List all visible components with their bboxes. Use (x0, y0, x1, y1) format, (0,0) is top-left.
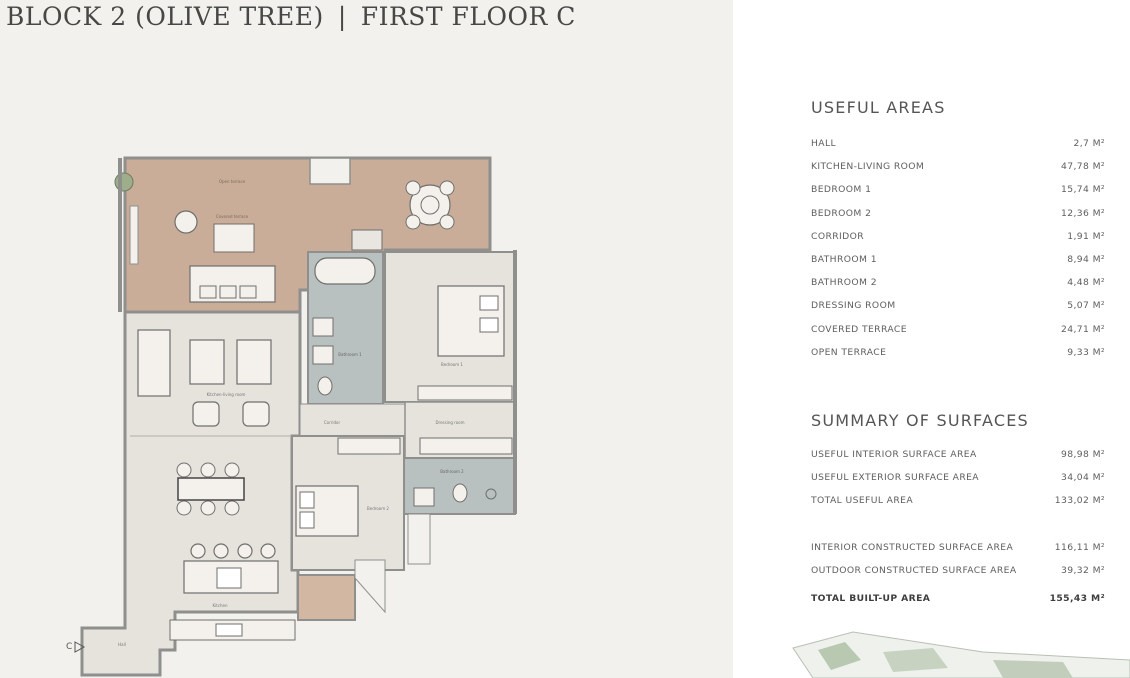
area-label: DRESSING ROOM (811, 300, 896, 311)
constructed-label: OUTDOOR CONSTRUCTED SURFACE AREA (811, 565, 1017, 576)
area-label: BEDROOM 2 (811, 208, 872, 219)
toilet-2-icon (452, 483, 468, 503)
label-bedroom-1: Bedroom 1 (441, 362, 463, 367)
tree-icon (114, 172, 134, 192)
wardrobe-2-icon (419, 437, 513, 455)
dining-table-icon (177, 477, 245, 501)
area-value: 9,33 M² (1067, 347, 1105, 358)
constructed-row: OUTDOOR CONSTRUCTED SURFACE AREA 39,32 M² (811, 565, 1105, 583)
label-covered-terrace: Covered terrace (216, 214, 249, 219)
area-value: 8,94 M² (1067, 254, 1105, 265)
shower-icon (485, 488, 497, 500)
toilet-1-icon (317, 376, 333, 396)
label-corridor: Corridor (324, 420, 341, 425)
terrace-planter (351, 229, 383, 251)
title-separator: | (337, 2, 347, 31)
area-label: BATHROOM 1 (811, 254, 877, 265)
lounge-chair-icon (174, 210, 198, 234)
washbasin-3-icon (413, 487, 435, 507)
corridor (299, 403, 406, 439)
small-terrace (297, 574, 356, 621)
area-value: 47,78 M² (1060, 161, 1105, 172)
area-label: BATHROOM 2 (811, 277, 877, 288)
constructed-value: 39,32 M² (1060, 565, 1105, 576)
bathtub-icon (314, 257, 376, 285)
area-row: HALL 2,7 M² (811, 138, 1105, 156)
bar-stools-icon (190, 543, 276, 559)
page-title: BLOCK 2 (OLIVE TREE) | FIRST FLOOR C (6, 2, 576, 31)
terrace-table-icon (405, 180, 455, 230)
constructed-value: 116,11 M² (1054, 542, 1105, 553)
terrace-balustrade (309, 157, 351, 185)
armchair-right-icon (242, 401, 270, 427)
armchair-left-icon (192, 401, 220, 427)
area-row: BATHROOM 1 8,94 M² (811, 254, 1105, 272)
living-ottoman-right (236, 339, 272, 385)
summary-value: 133,02 M² (1054, 495, 1105, 506)
summary-title: SUMMARY OF SURFACES (811, 411, 1029, 430)
summary-label: USEFUL EXTERIOR SURFACE AREA (811, 472, 979, 483)
areas-panel: USEFUL AREAS HALL 2,7 M² KITCHEN-LIVING R… (733, 0, 1130, 678)
summary-row: USEFUL INTERIOR SURFACE AREA 98,98 M² (811, 449, 1105, 467)
washbasin-1-icon (312, 317, 334, 337)
area-value: 5,07 M² (1067, 300, 1105, 311)
summary-row: USEFUL EXTERIOR SURFACE AREA 34,04 M² (811, 472, 1105, 490)
area-label: BEDROOM 1 (811, 184, 872, 195)
area-value: 2,7 M² (1073, 138, 1105, 149)
area-label: CORRIDOR (811, 231, 865, 242)
area-label: COVERED TERRACE (811, 324, 907, 335)
summary-value: 34,04 M² (1060, 472, 1105, 483)
wardrobe-3-icon (337, 437, 401, 455)
total-label: TOTAL BUILT-UP AREA (811, 593, 931, 604)
site-plan-thumbnail (792, 631, 1130, 678)
area-label: KITCHEN-LIVING ROOM (811, 161, 925, 172)
constructed-row: INTERIOR CONSTRUCTED SURFACE AREA 116,11 … (811, 542, 1105, 560)
area-value: 15,74 M² (1060, 184, 1105, 195)
constructed-label: INTERIOR CONSTRUCTED SURFACE AREA (811, 542, 1014, 553)
summary-row: TOTAL USEFUL AREA 133,02 M² (811, 495, 1105, 513)
label-bedroom-2: Bedroom 2 (367, 506, 389, 511)
label-dressing: Dressing room (435, 420, 464, 425)
wardrobe-1-icon (417, 385, 513, 401)
floor-name: FIRST FLOOR C (360, 2, 576, 31)
dining-chairs-icon (176, 462, 240, 516)
label-bathroom-1: Bathroom 1 (338, 352, 362, 357)
floor-plan-panel: BLOCK 2 (OLIVE TREE) | FIRST FLOOR C (0, 0, 733, 678)
section-marker-arrow (74, 641, 86, 653)
area-row: BEDROOM 1 15,74 M² (811, 184, 1105, 202)
area-label: HALL (811, 138, 837, 149)
label-kitchen: Kitchen (212, 603, 227, 608)
summary-label: TOTAL USEFUL AREA (811, 495, 914, 506)
label-kitchen-living: Kitchen-living room (207, 392, 246, 397)
total-built-up-row: TOTAL BUILT-UP AREA 155,43 M² (811, 593, 1105, 611)
label-bathroom-2: Bathroom 2 (440, 469, 464, 474)
terrace-bench (129, 205, 139, 265)
area-row: BATHROOM 2 4,48 M² (811, 277, 1105, 295)
total-value: 155,43 M² (1049, 593, 1105, 604)
area-row: KITCHEN-LIVING ROOM 47,78 M² (811, 161, 1105, 179)
summary-value: 98,98 M² (1060, 449, 1105, 460)
area-row: COVERED TERRACE 24,71 M² (811, 324, 1105, 342)
label-hall: Hall (118, 642, 126, 647)
terrace-coffee-table (213, 223, 255, 253)
living-sofa-icon (137, 329, 171, 397)
area-value: 12,36 M² (1060, 208, 1105, 219)
living-ottoman-left (189, 339, 225, 385)
washbasin-2-icon (312, 345, 334, 365)
area-row: CORRIDOR 1,91 M² (811, 231, 1105, 249)
section-marker-label: C (66, 642, 72, 652)
area-value: 1,91 M² (1067, 231, 1105, 242)
area-row: BEDROOM 2 12,36 M² (811, 208, 1105, 226)
summary-label: USEFUL INTERIOR SURFACE AREA (811, 449, 977, 460)
area-row: OPEN TERRACE 9,33 M² (811, 347, 1105, 365)
area-row: DRESSING ROOM 5,07 M² (811, 300, 1105, 318)
useful-areas-title: USEFUL AREAS (811, 98, 946, 117)
area-value: 24,71 M² (1060, 324, 1105, 335)
area-label: OPEN TERRACE (811, 347, 887, 358)
floor-plan-drawing: Open terrace Covered terrace Kitchen-liv… (66, 156, 517, 677)
label-open-terrace: Open terrace (219, 179, 246, 184)
block-name: BLOCK 2 (OLIVE TREE) (6, 2, 324, 31)
terrace-sofa-icon (189, 265, 276, 303)
area-value: 4,48 M² (1067, 277, 1105, 288)
